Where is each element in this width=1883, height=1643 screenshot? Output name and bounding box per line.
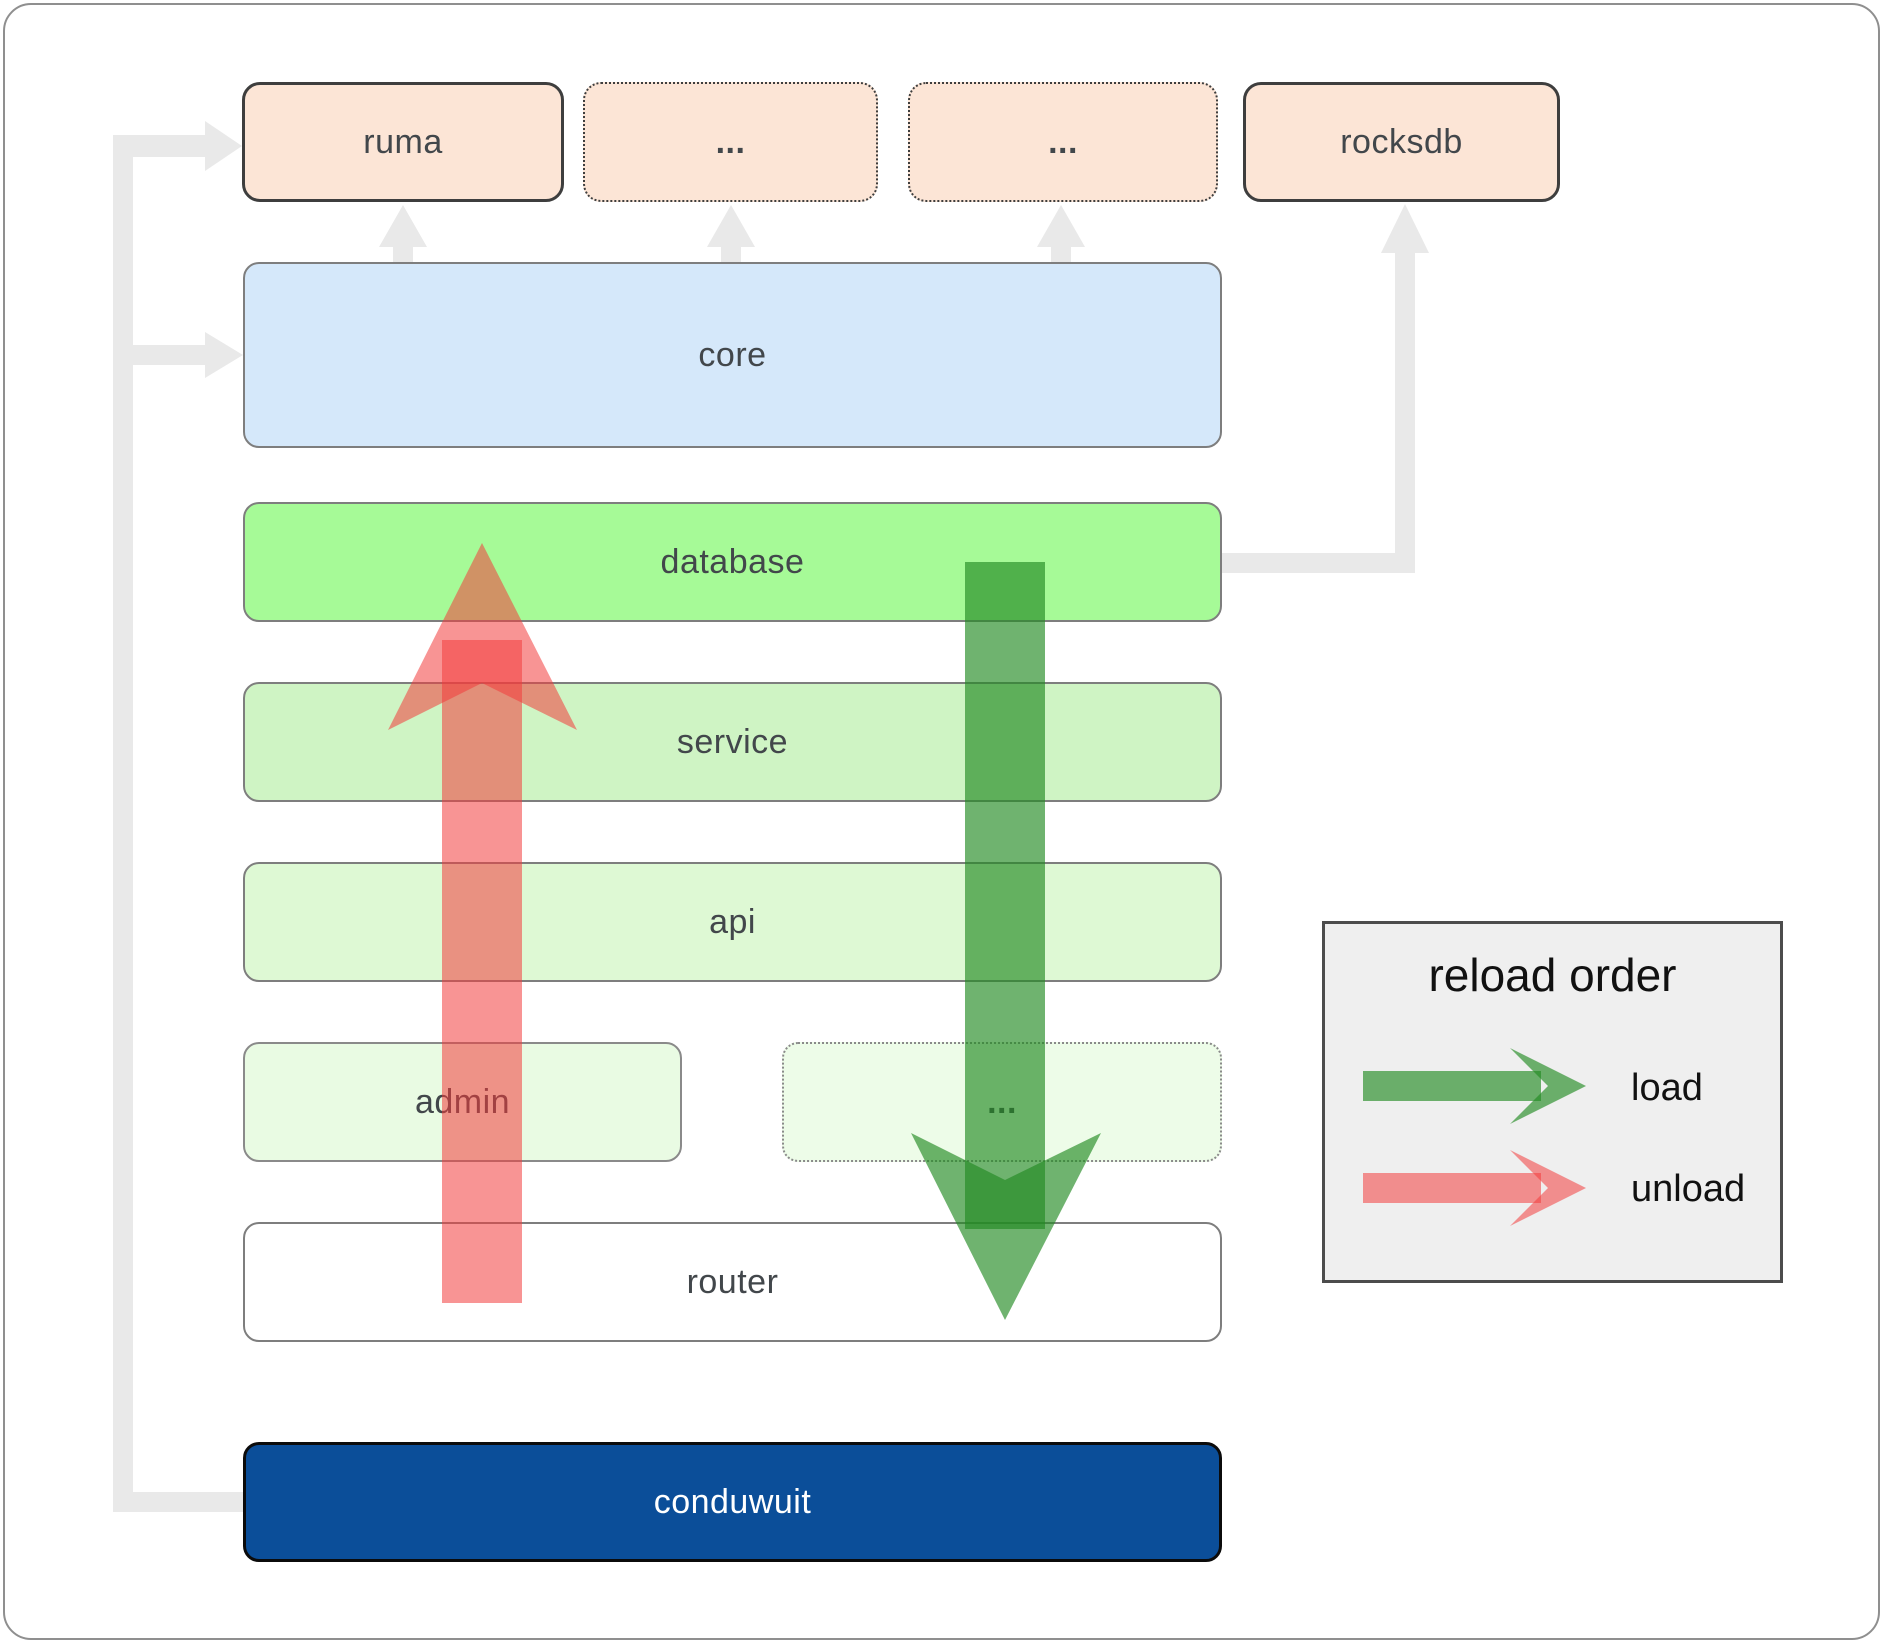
box-api: api <box>243 862 1222 982</box>
box-dependency-more-2-label: ... <box>1048 122 1078 161</box>
box-dependency-more-2: ... <box>908 82 1218 202</box>
box-database-label: database <box>660 542 805 581</box>
box-api-label: api <box>709 902 756 941</box>
box-ruma-label: ruma <box>363 122 443 161</box>
box-crates-more-label: ... <box>987 1082 1017 1121</box>
box-rocksdb-label: rocksdb <box>1340 122 1463 161</box>
box-crates-more: ... <box>782 1042 1222 1162</box>
diagram-canvas <box>3 3 1880 1640</box>
legend-unload-label: unload <box>1631 1168 1746 1210</box>
legend-load-arrow-icon <box>1363 1048 1586 1124</box>
box-router-label: router <box>686 1262 779 1301</box>
box-dependency-more-1-label: ... <box>715 122 746 161</box>
box-dependency-more-1: ... <box>583 82 878 202</box>
box-ruma: ruma <box>242 82 564 202</box>
box-conduwuit-label: conduwuit <box>653 1482 812 1521</box>
legend-unload-arrow-icon <box>1363 1150 1586 1226</box>
box-database: database <box>243 502 1222 622</box>
box-rocksdb: rocksdb <box>1243 82 1560 202</box>
legend: reload order load unload <box>1322 921 1783 1283</box>
legend-title: reload order <box>1428 949 1677 1001</box>
box-service-label: service <box>676 722 789 761</box>
box-core: core <box>243 262 1222 448</box>
box-service: service <box>243 682 1222 802</box>
box-admin: admin <box>243 1042 682 1162</box>
box-core-label: core <box>698 335 767 374</box>
box-router: router <box>243 1222 1222 1342</box>
box-admin-label: admin <box>414 1082 511 1121</box>
box-conduwuit: conduwuit <box>243 1442 1222 1562</box>
legend-load-label: load <box>1631 1067 1703 1109</box>
